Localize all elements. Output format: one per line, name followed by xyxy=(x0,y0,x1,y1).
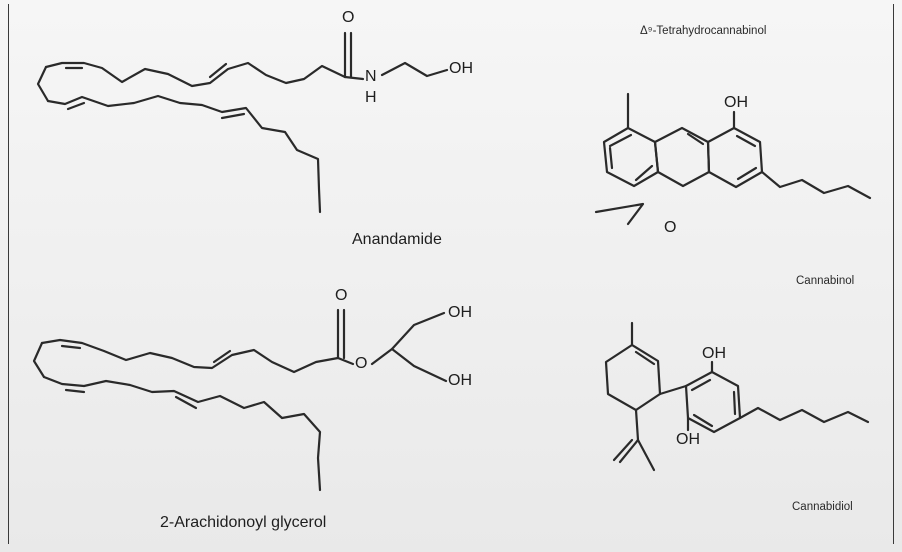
anandamide-upper-chain xyxy=(44,61,347,88)
glycerol-hydroxyl-1: OH xyxy=(448,304,472,321)
glycerol-label: 2-Arachidonoyl glycerol xyxy=(160,514,327,531)
glycerol-lower-arm xyxy=(390,347,448,383)
cannabidiol-label: Cannabidiol xyxy=(792,501,853,513)
cannabinol-middle-ring xyxy=(653,126,711,188)
thc-ring-oxygen: O xyxy=(664,219,677,236)
cbd-hydroxyl-top: OH xyxy=(702,345,726,362)
anandamide-carbonyl-oxygen: O xyxy=(342,9,355,26)
glycerol-lower-chain xyxy=(42,375,322,492)
right-ring-inner-2 xyxy=(736,166,758,181)
cyclohexene-double xyxy=(634,350,656,366)
cannabinol-structure xyxy=(594,92,872,226)
middle-ring-inner xyxy=(686,132,705,146)
glycerol-upper-chain xyxy=(40,338,340,374)
anandamide-lower-chain xyxy=(46,94,322,214)
glycerol-double-bond-2 xyxy=(212,349,232,364)
left-ring-inner-3 xyxy=(634,164,654,182)
anandamide-double-bond-2 xyxy=(208,62,228,79)
glycerol-structure xyxy=(32,308,448,492)
aromatic-inner-1 xyxy=(690,378,712,392)
cbd-cyclohexene-ring xyxy=(604,343,662,412)
thc-label: Δ⁹-Tetrahydrocannabinol xyxy=(640,25,767,37)
glycerol-carbonyl-oxygen: O xyxy=(335,287,348,304)
cbd-pentyl xyxy=(738,406,870,424)
glycerol-double-bond-4 xyxy=(174,395,198,410)
ester-co-bond xyxy=(336,356,355,366)
isopropenyl-group xyxy=(618,408,640,464)
anandamide-loop xyxy=(36,65,50,103)
left-ring-inner-2 xyxy=(608,146,614,170)
cannabinol-left-ring xyxy=(602,126,660,188)
gem-dimethyl xyxy=(594,202,645,226)
anandamide-hydrogen: H xyxy=(365,89,377,106)
cannabinol-right-ring xyxy=(706,126,764,189)
glycerol-loop xyxy=(32,341,46,379)
anandamide-double-bond-4 xyxy=(220,112,246,120)
cannabinol-pentyl xyxy=(760,170,872,200)
ethanolamine-chain xyxy=(380,61,449,78)
amide-cn-bond xyxy=(343,75,365,81)
glycerol-double-bond-3 xyxy=(64,388,86,394)
anandamide-double-bond-3 xyxy=(66,101,86,111)
right-ring-inner-1 xyxy=(735,134,757,148)
isopropenyl-double xyxy=(612,438,634,462)
anandamide-nitrogen: N xyxy=(365,68,377,85)
isopropenyl-methyl xyxy=(636,438,656,472)
cbd-hydroxyl-bottom: OH xyxy=(676,431,700,448)
cbd-aromatic-ring xyxy=(684,370,742,434)
cannabidiol-structure xyxy=(604,321,870,472)
cannabinol-label: Cannabinol xyxy=(796,275,855,287)
anandamide-structure xyxy=(36,31,449,214)
aromatic-inner-2 xyxy=(732,390,737,416)
left-ring-inner-1 xyxy=(608,133,633,148)
glycerol-ester-oxygen: O xyxy=(355,355,368,372)
aromatic-inner-3 xyxy=(692,413,714,428)
glycerol-backbone xyxy=(370,311,446,366)
glycerol-hydroxyl-2: OH xyxy=(448,372,472,389)
anandamide-hydroxyl: OH xyxy=(449,60,473,77)
thc-hydroxyl: OH xyxy=(724,94,748,111)
anandamide-label: Anandamide xyxy=(352,231,442,248)
glycerol-double-bond-1 xyxy=(60,344,82,350)
cbd-ring-link xyxy=(658,384,688,396)
